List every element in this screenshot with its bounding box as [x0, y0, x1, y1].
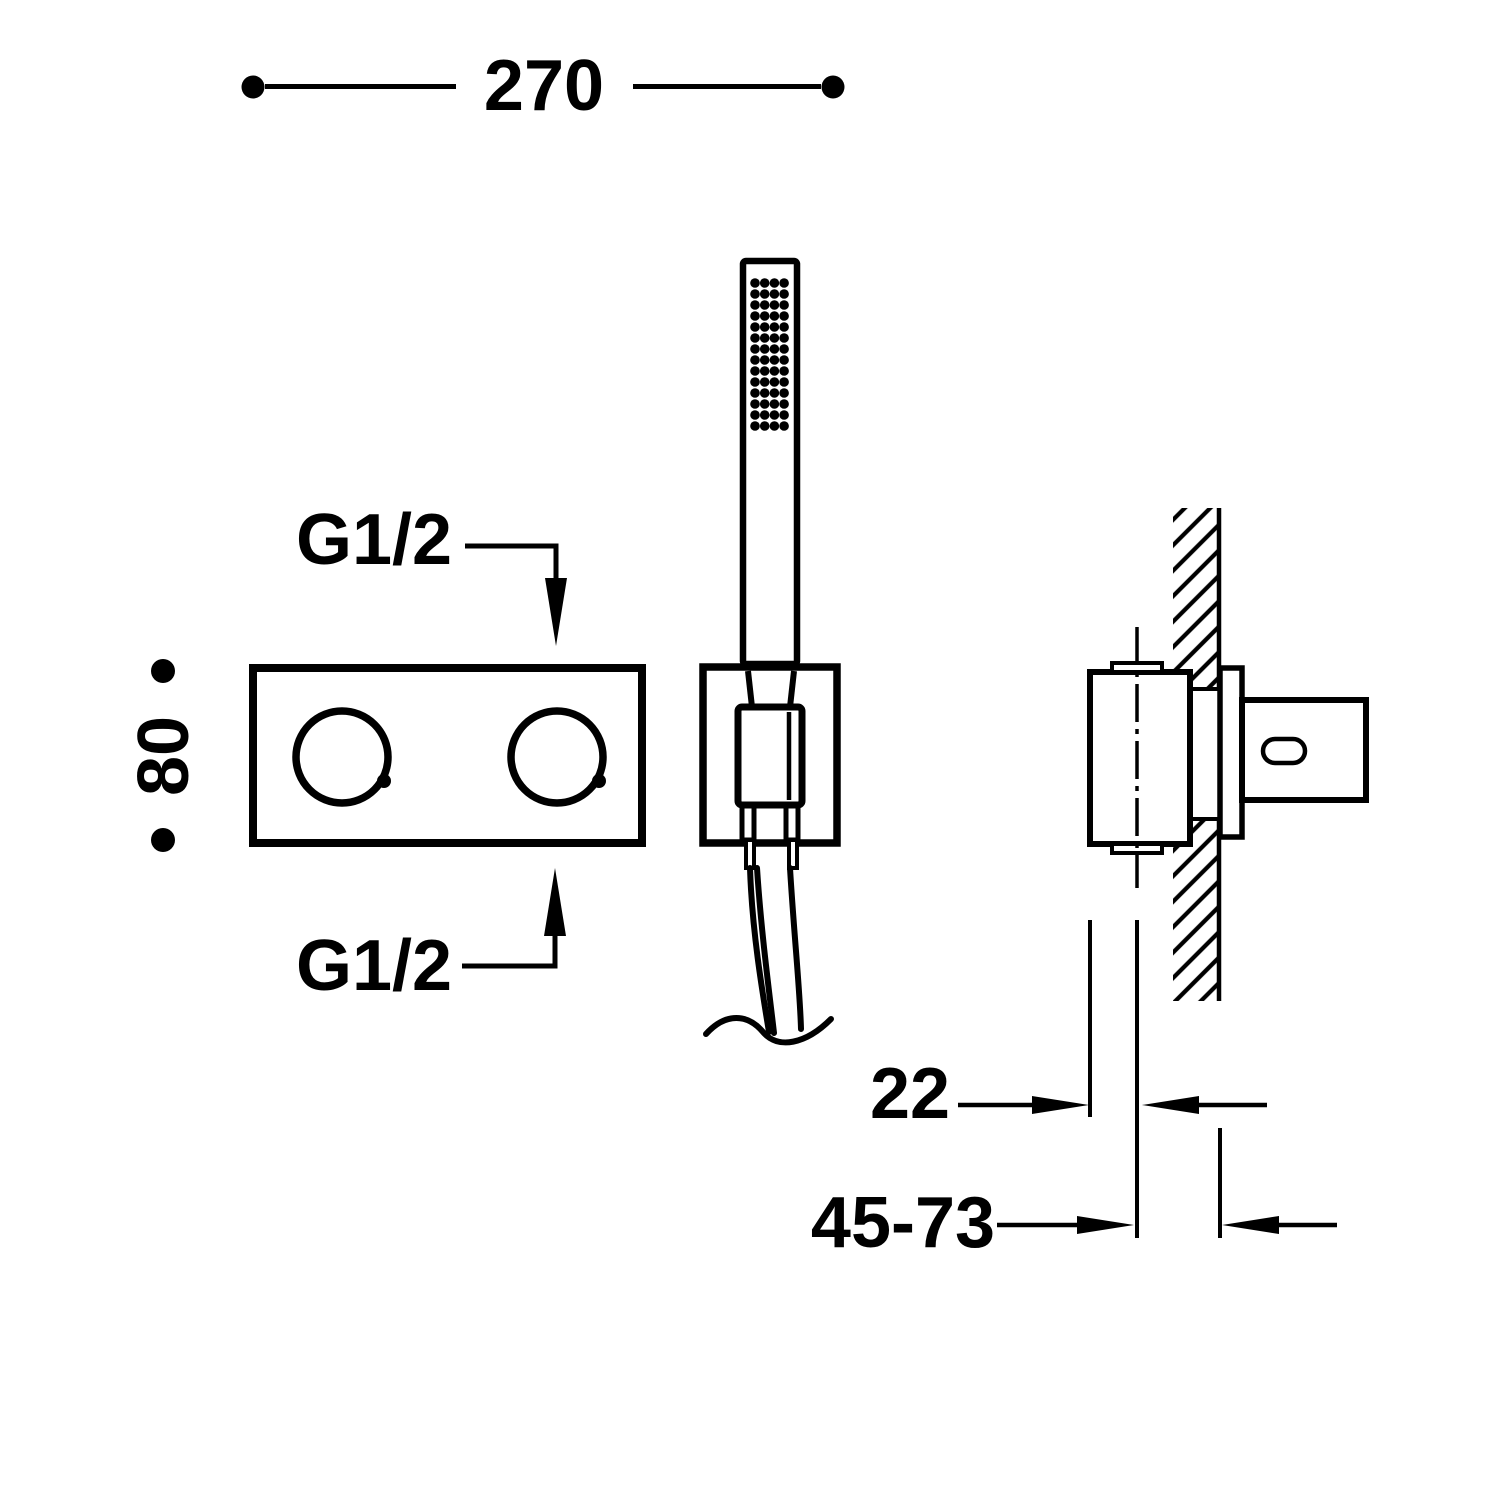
wand-neck-left	[745, 670, 755, 708]
dim-80-top-dot	[151, 659, 175, 683]
dim-22-arrow-left	[1032, 1096, 1089, 1114]
dim-22-label: 22	[869, 1054, 951, 1134]
hand-shower	[699, 257, 841, 1046]
valve-body	[1087, 669, 1193, 847]
holder-clamp	[734, 703, 806, 809]
g12-bottom-arrowhead	[544, 868, 566, 936]
dim-45-73-arrow-right	[1222, 1216, 1279, 1234]
knob-right-bump	[592, 774, 606, 788]
g12-top-arrowhead	[545, 578, 567, 646]
shower-hose	[747, 865, 804, 1036]
g12-top-label: G1/2	[295, 500, 453, 580]
knob-left	[292, 707, 392, 807]
hose-collar-left	[739, 803, 757, 843]
spray-nozzle-dots	[750, 278, 789, 431]
hose-break-line	[703, 1015, 834, 1046]
knob-right	[507, 707, 607, 807]
dim-270-line	[241, 75, 845, 99]
g12-top-leader	[465, 543, 567, 646]
knob-left-bump	[377, 774, 391, 788]
side-knob-slot	[1260, 736, 1308, 766]
dim-45-73-arrow-left	[1077, 1216, 1134, 1234]
dim-45-73-line	[997, 1216, 1337, 1234]
dim-270-label: 270	[483, 46, 605, 126]
hose-collar-step-right	[787, 838, 799, 870]
shower-wand	[739, 257, 801, 668]
front-view-plate	[249, 664, 646, 847]
dim-45-73-label: 45-73	[810, 1183, 996, 1263]
wall-flange-plate	[1217, 665, 1245, 840]
dim-22-arrow-right	[1142, 1096, 1199, 1114]
wall-hole	[1191, 689, 1219, 819]
dim-80-label: 80	[124, 715, 204, 797]
dim-22-line	[958, 1096, 1267, 1114]
g12-bottom-leader	[462, 868, 566, 969]
side-view	[1087, 508, 1369, 1238]
wand-neck-right	[787, 670, 797, 708]
dim-80-bottom-dot	[151, 828, 175, 852]
dim-270-left-dot	[241, 75, 265, 99]
dim-80-line	[151, 659, 175, 852]
g12-bottom-label: G1/2	[295, 926, 453, 1006]
hose-collar-right	[783, 803, 801, 843]
dim-270-right-dot	[821, 75, 845, 99]
hose-collar-step-left	[744, 838, 756, 870]
